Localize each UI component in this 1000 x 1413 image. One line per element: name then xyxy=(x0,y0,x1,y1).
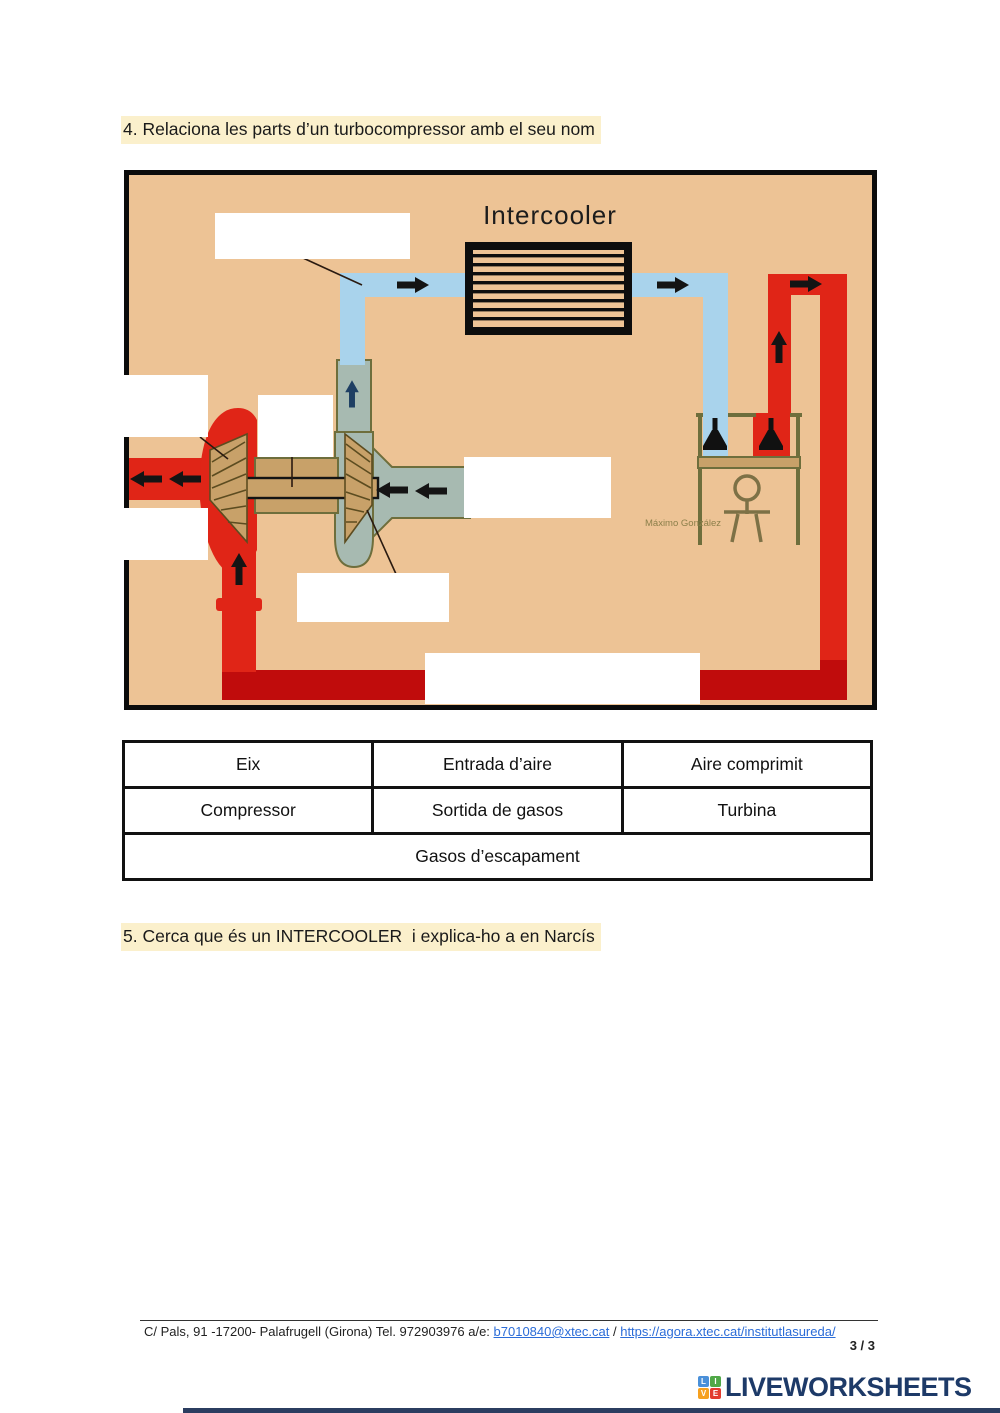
word-bank-table: Eix Entrada d’aire Aire comprimit Compre… xyxy=(121,740,874,881)
intercooler-label: Intercooler xyxy=(483,200,617,230)
intercooler-block xyxy=(465,242,632,335)
answer-blank-1[interactable] xyxy=(215,213,410,259)
turbo-diagram-art: Intercooler xyxy=(124,170,877,710)
answer-blank-5[interactable] xyxy=(464,457,611,518)
answer-blank-3[interactable] xyxy=(124,508,208,560)
liveworksheets-wordmark: LIVEWORKSHEETS xyxy=(725,1372,972,1402)
footer-divider xyxy=(140,1320,878,1321)
answer-blank-4[interactable] xyxy=(258,395,333,457)
logo-square-i: I xyxy=(710,1376,721,1387)
watermark-text: Máximo González xyxy=(645,518,721,529)
word-bank-cell[interactable]: Compressor xyxy=(121,786,375,835)
air-drop-pipe xyxy=(340,273,365,365)
engine-cylinder xyxy=(696,413,802,545)
answer-blank-2[interactable] xyxy=(124,375,208,437)
piston-figure xyxy=(724,474,770,543)
word-bank-cell[interactable]: Aire comprimit xyxy=(620,740,874,789)
footer-separator: / xyxy=(609,1324,621,1339)
answer-blank-6[interactable] xyxy=(297,573,449,622)
answer-blank-7[interactable] xyxy=(425,653,700,704)
logo-square-e: E xyxy=(710,1388,721,1399)
footer-address-line: C/ Pals, 91 -17200- Palafrugell (Girona)… xyxy=(144,1324,836,1339)
footer-address: C/ Pals, 91 -17200- Palafrugell (Girona)… xyxy=(144,1324,494,1339)
intake-valve-icon xyxy=(703,418,727,450)
diagram-frame xyxy=(124,170,877,710)
compressor-wheel xyxy=(344,432,373,545)
footer-website-link[interactable]: https://agora.xtec.cat/institutlasureda/ xyxy=(620,1324,836,1339)
liveworksheets-branding: L I V E LIVEWORKSHEETS xyxy=(698,1372,972,1403)
bottom-edge-bar xyxy=(183,1408,1000,1413)
question-5-title: 5. Cerca que és un INTERCOOLER i explica… xyxy=(121,923,601,951)
turbine-wheel xyxy=(209,432,248,545)
word-bank-cell[interactable]: Gasos d’escapament xyxy=(122,832,873,881)
logo-square-l: L xyxy=(698,1376,709,1387)
turbocharger-diagram: Intercooler xyxy=(124,170,877,710)
word-bank-cell[interactable]: Eix xyxy=(121,740,375,789)
word-bank-cell[interactable]: Entrada d’aire xyxy=(371,740,624,789)
logo-square-v: V xyxy=(698,1388,709,1399)
word-bank-cell[interactable]: Turbina xyxy=(620,786,874,835)
page-number: 3 / 3 xyxy=(849,1338,875,1353)
pointer-lines xyxy=(199,257,397,575)
exhaust-valve-icon xyxy=(759,418,783,450)
footer-email-link[interactable]: b7010840@xtec.cat xyxy=(493,1324,610,1339)
liveworksheets-logo-icon: L I V E xyxy=(698,1376,721,1399)
question-4-title: 4. Relaciona les parts d’un turbocompres… xyxy=(121,116,601,144)
word-bank-cell[interactable]: Sortida de gasos xyxy=(371,786,624,835)
